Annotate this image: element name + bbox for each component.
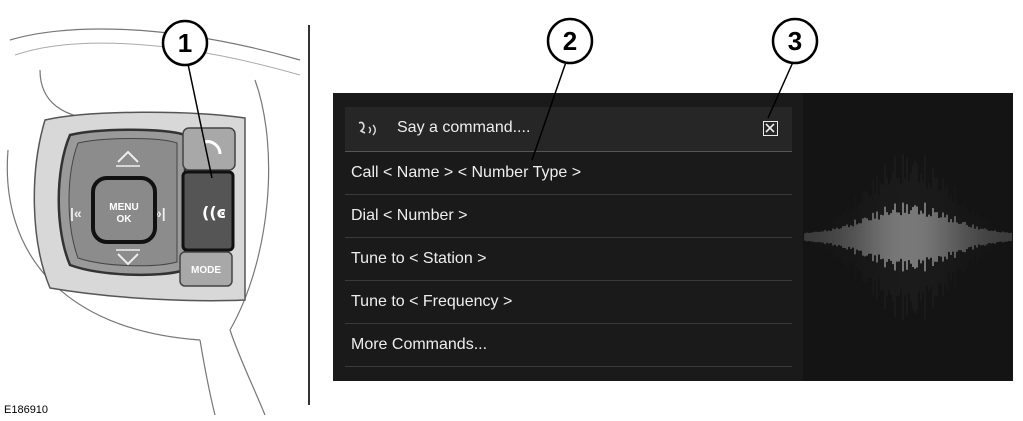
phone-icon [204, 140, 222, 155]
voice-command-menu: Say a command.... Call < Name > < Number… [345, 107, 792, 367]
command-item-tune-station[interactable]: Tune to < Station > [345, 238, 792, 281]
svg-text:»|: »| [154, 205, 166, 221]
voice-button[interactable] [181, 170, 235, 252]
figure-id: E186910 [4, 404, 49, 416]
command-item-dial[interactable]: Dial < Number > [345, 195, 792, 238]
voice-prompt-title: Say a command.... [397, 119, 531, 136]
steering-wheel-illustration: |« »| MENU OK ((⁠ͼ MODE [6, 28, 301, 416]
close-button[interactable] [763, 121, 778, 136]
svg-text:|«: |« [70, 205, 82, 221]
command-item-call[interactable]: Call < Name > < Number Type > [345, 152, 792, 195]
voice-command-screen: Say a command.... Call < Name > < Number… [333, 93, 1013, 381]
callout-3: 3 [771, 17, 819, 65]
command-item-more[interactable]: More Commands... [345, 324, 792, 367]
voice-header: Say a command.... [345, 107, 792, 152]
menu-label: MENU [109, 202, 138, 213]
close-icon [765, 123, 775, 133]
menu-ok-button[interactable] [91, 176, 157, 244]
audio-waveform [803, 93, 1013, 381]
phone-button[interactable] [182, 127, 236, 171]
mode-button[interactable] [179, 251, 233, 287]
callout-2: 2 [546, 17, 594, 65]
mode-label: MODE [191, 265, 221, 276]
command-item-tune-frequency[interactable]: Tune to < Frequency > [345, 281, 792, 324]
voice-speech-icon: ((⁠ͼ [202, 203, 226, 222]
svg-text:3: 3 [788, 26, 802, 56]
voice-speech-icon [358, 121, 376, 136]
panel-divider [308, 25, 310, 405]
ok-label: OK [117, 214, 133, 225]
svg-text:2: 2 [563, 26, 577, 56]
